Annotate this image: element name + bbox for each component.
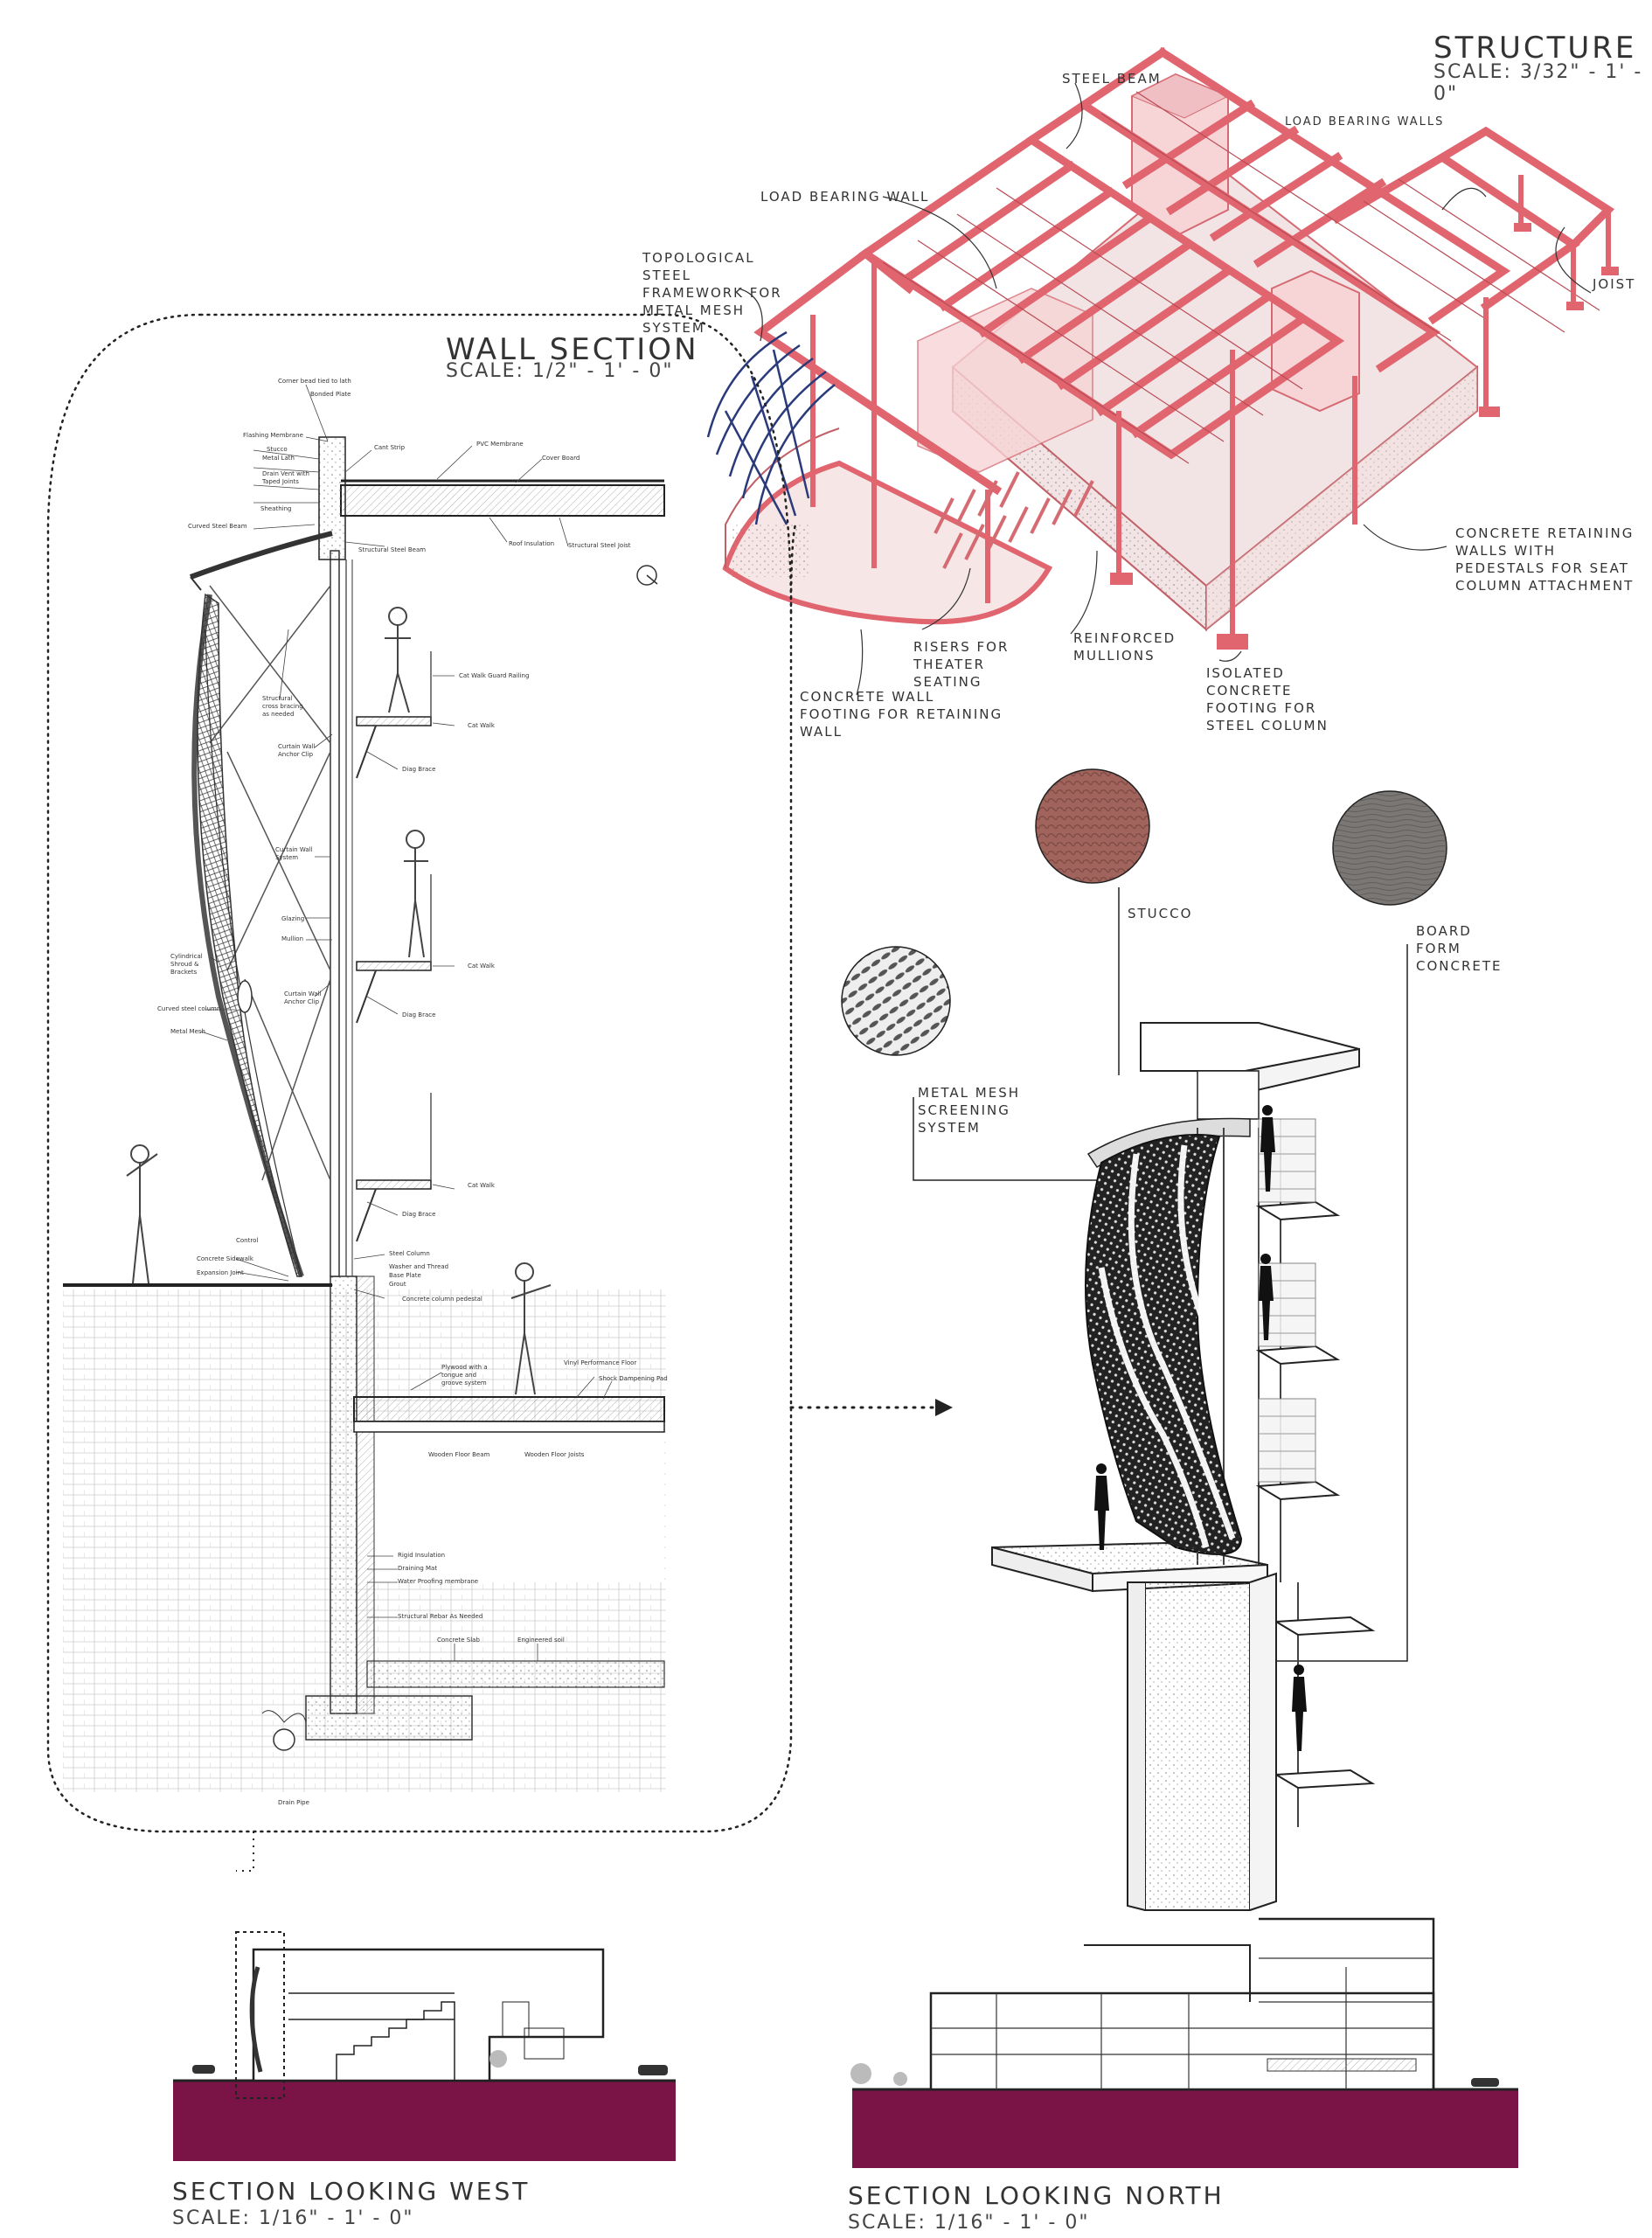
structure-leaders xyxy=(738,82,1592,696)
note: Structural cross bracing as needed xyxy=(262,695,303,718)
note: Curved Steel Beam xyxy=(188,523,247,530)
note: Cat Walk Guard Railing xyxy=(459,672,530,679)
wall-section-scale: SCALE: 1/2" - 1' - 0" xyxy=(446,360,674,382)
note: Structural Steel Beam xyxy=(358,546,427,553)
label-metal-mesh: METAL MESH SCREENING SYSTEM xyxy=(918,1085,1021,1136)
note: Bonded Plate xyxy=(310,391,351,398)
note: Cant Strip xyxy=(374,444,406,451)
note: Metal Lath xyxy=(262,455,295,462)
section-north-scale: SCALE: 1/16" - 1' - 0" xyxy=(848,2212,1090,2234)
label-joist: JOIST xyxy=(1593,276,1636,292)
note: Draining Mat xyxy=(398,1565,438,1572)
note: Drain Vent with Taped Joints xyxy=(262,470,309,485)
note: Rigid Insulation xyxy=(398,1552,446,1559)
note: Shock Dampening Pad xyxy=(599,1375,668,1382)
section-north-title: SECTION LOOKING NORTH xyxy=(848,2181,1225,2210)
tower-figures xyxy=(1094,1105,1307,1751)
note: Mullion xyxy=(281,935,304,942)
note: Concrete column pedestal xyxy=(402,1296,482,1303)
note: Diag Brace xyxy=(402,766,436,773)
material-swatches xyxy=(841,768,1447,1662)
note: Diag Brace xyxy=(402,1211,436,1218)
note: Cylindrical Shroud & Brackets xyxy=(170,953,203,976)
section-west-title: SECTION LOOKING WEST xyxy=(172,2177,531,2206)
note: Washer and Thread xyxy=(389,1263,449,1270)
note: Vinyl Performance Floor xyxy=(564,1359,637,1366)
isolated-footings xyxy=(1110,223,1619,650)
note: Concrete Sidewalk xyxy=(197,1255,253,1262)
section-west-scale: SCALE: 1/16" - 1' - 0" xyxy=(172,2207,414,2229)
label-load-bearing-wall: LOAD BEARING WALL xyxy=(760,189,930,205)
label-load-bearing-walls: LOAD BEARING WALLS xyxy=(1285,115,1445,129)
joist-lines xyxy=(882,91,1600,464)
wall-section-title: WALL SECTION xyxy=(446,332,699,367)
note: Roof Insulation xyxy=(509,540,555,547)
structure-axonometric xyxy=(706,46,1619,696)
note: Curtain Wall Anchor Clip xyxy=(284,990,322,1005)
label-mullions: REINFORCED MULLIONS xyxy=(1073,630,1177,664)
tower-axonometric xyxy=(991,1022,1376,1911)
note: Drain Pipe xyxy=(278,1799,309,1806)
note: Expansion Joint xyxy=(197,1269,244,1276)
note: Concrete Slab xyxy=(437,1637,480,1644)
mesh-swatch xyxy=(841,946,951,1056)
note: Structural Rebar As Needed xyxy=(398,1613,483,1620)
note: Curtain Wall System xyxy=(275,846,313,861)
note: Engineered soil xyxy=(517,1637,565,1644)
stucco-swatch xyxy=(1035,768,1150,884)
note: Metal Mesh xyxy=(170,1028,205,1035)
note: Base Plate xyxy=(389,1272,421,1279)
note: Wooden Floor Joists xyxy=(524,1451,585,1458)
structure-title: STRUCTURE xyxy=(1433,31,1637,66)
note: Curtain Wall Anchor Clip xyxy=(278,743,316,758)
note: Curved steel column xyxy=(157,1005,221,1012)
note: PVC Membrane xyxy=(476,441,524,448)
note: Diag Brace xyxy=(402,1011,436,1018)
note: Cat Walk xyxy=(468,963,495,970)
note: Steel Column xyxy=(389,1250,430,1257)
note: Wooden Floor Beam xyxy=(428,1451,490,1458)
steel-columns xyxy=(810,175,1611,638)
label-isolated-footing: ISOLATED CONCRETE FOOTING FOR STEEL COLU… xyxy=(1206,665,1329,733)
section-north xyxy=(850,1917,1518,2168)
note: Corner bead tied to lath xyxy=(278,378,351,385)
scale-figures xyxy=(126,607,552,1395)
label-stucco: STUCCO xyxy=(1128,906,1193,921)
wall-section-drawing xyxy=(46,313,793,1833)
structure-scale: SCALE: 3/32" - 1' - 0" xyxy=(1433,61,1643,105)
theater-risers xyxy=(934,471,1094,569)
note: Water Proofing membrane xyxy=(398,1578,479,1585)
note: Flashing Membrane xyxy=(243,432,303,439)
label-risers: RISERS FOR THEATER SEATING xyxy=(913,639,1010,690)
label-footing-wall: CONCRETE WALL FOOTING FOR RETAINING WALL xyxy=(800,689,1003,740)
label-board-form: BOARD FORM CONCRETE xyxy=(1416,923,1503,974)
note: Plywood with a tongue and groove system xyxy=(441,1364,488,1387)
note: Grout xyxy=(389,1281,406,1288)
note: Cover Board xyxy=(542,455,580,462)
note: Sheathing xyxy=(260,505,292,512)
topological-steel-framework xyxy=(706,330,836,525)
note: Cat Walk xyxy=(468,1182,495,1189)
label-steel-beam: STEEL BEAM xyxy=(1062,71,1162,87)
catwalks xyxy=(356,651,432,1242)
note: Glazing xyxy=(281,915,305,922)
note: Stucco xyxy=(267,446,288,453)
note: Control xyxy=(236,1237,259,1244)
label-topological-framework: TOPOLOGICAL STEEL FRAMEWORK FOR METAL ME… xyxy=(642,250,782,336)
steel-beam-grid xyxy=(753,46,1615,496)
label-retaining-walls: CONCRETE RETAINING WALLS WITH PEDESTALS … xyxy=(1455,525,1635,594)
section-west xyxy=(173,1931,676,2161)
note: Cat Walk xyxy=(468,722,495,729)
note: Structural Steel Joist xyxy=(568,542,631,549)
